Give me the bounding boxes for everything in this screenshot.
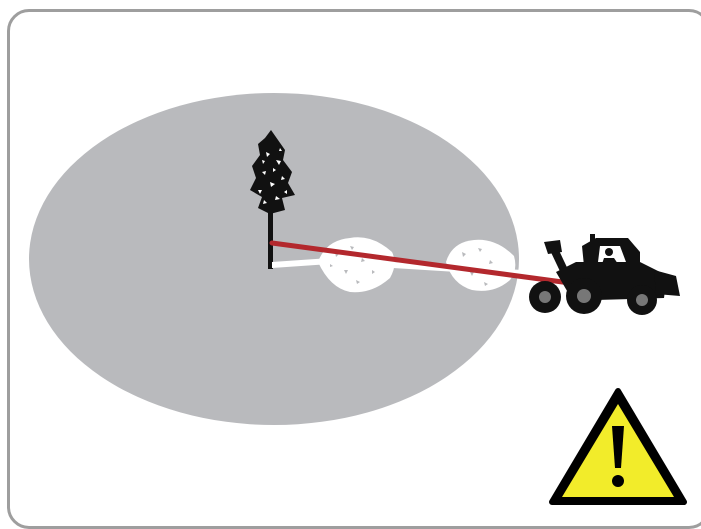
- skidder-icon: [529, 234, 680, 315]
- hazard-scene: [0, 0, 701, 518]
- warning-icon: [552, 391, 684, 502]
